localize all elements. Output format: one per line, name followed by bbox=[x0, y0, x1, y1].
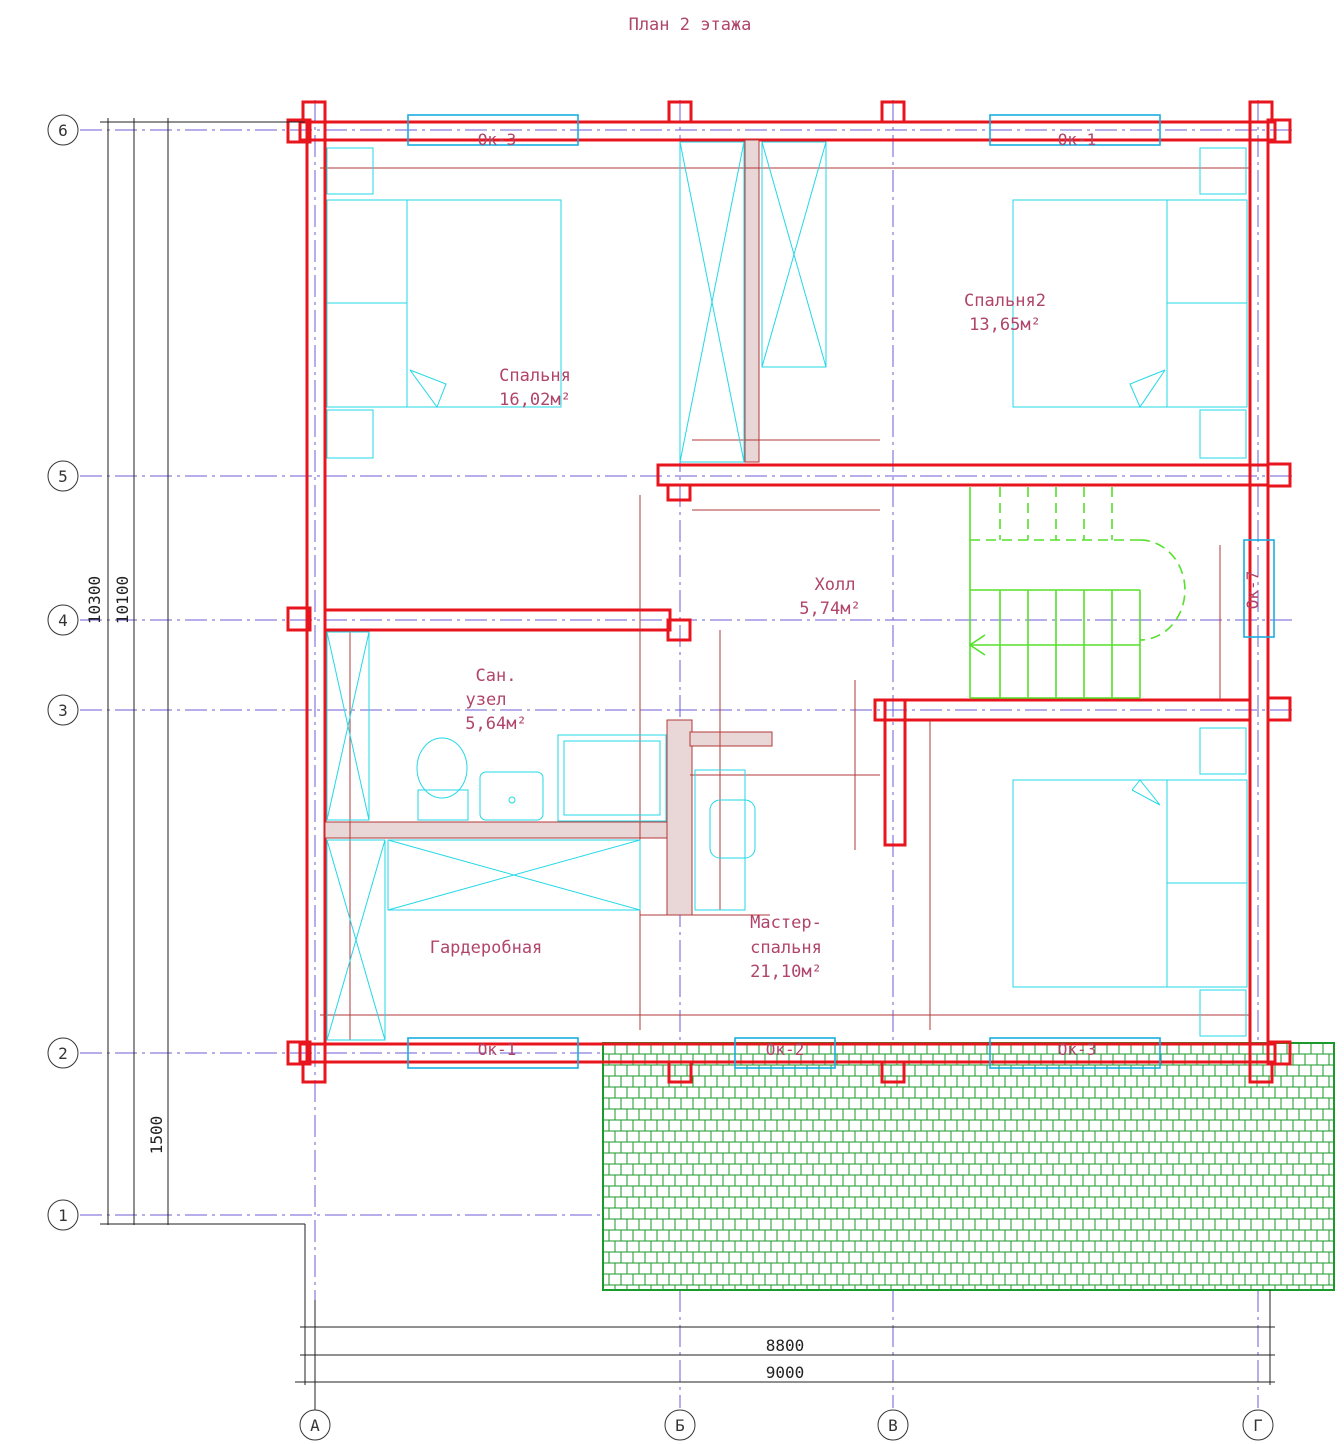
axis-label: В bbox=[888, 1416, 898, 1435]
room-area: 16,02м² bbox=[499, 390, 571, 410]
room-name: Спальня2 bbox=[964, 291, 1046, 311]
room-labels: Спальня 16,02м² Спальня2 13,65м² Холл 5,… bbox=[430, 291, 1046, 982]
room-area: 5,64м² bbox=[465, 714, 526, 734]
furniture bbox=[326, 141, 1248, 1041]
window-label: Ок-2 bbox=[766, 1040, 805, 1059]
axis-label: 3 bbox=[58, 701, 68, 720]
axis-label: 4 bbox=[58, 611, 68, 630]
axis-label: А bbox=[310, 1416, 320, 1435]
windows: Ок-3 Ок-1 Ок-1 Ок-2 Ок-3 Ок-7 bbox=[407, 114, 1275, 1069]
room-area: 5,74м² bbox=[799, 599, 860, 619]
chair-icon bbox=[709, 799, 756, 859]
axis-label: 2 bbox=[58, 1044, 68, 1063]
sink-icon bbox=[479, 771, 544, 821]
room-name: Спальня bbox=[499, 366, 571, 386]
stairs bbox=[968, 487, 1186, 699]
window-label: Ок-7 bbox=[1243, 571, 1262, 610]
col-axis-markers: А Б В Г bbox=[299, 1409, 1274, 1441]
axis-label: Б bbox=[675, 1416, 685, 1435]
dimension-label: 10300 bbox=[85, 576, 104, 624]
room-name: Гардеробная bbox=[430, 938, 543, 958]
inner-lines bbox=[320, 167, 1250, 1040]
window-label: Ок-1 bbox=[478, 1040, 517, 1059]
axis-label: Г bbox=[1253, 1416, 1263, 1435]
shower-icon bbox=[557, 734, 667, 822]
toilet-icon bbox=[416, 737, 468, 799]
dimension-label: 1500 bbox=[147, 1116, 166, 1155]
row-axis-markers: 6 5 4 3 2 1 bbox=[47, 114, 79, 1231]
window-label: Ок-3 bbox=[478, 130, 517, 149]
roof-hatch bbox=[602, 1042, 1335, 1291]
dimension-label: 8800 bbox=[766, 1336, 805, 1355]
axis-label: 6 bbox=[58, 121, 68, 140]
axis-label: 1 bbox=[58, 1206, 68, 1225]
interior-walls bbox=[323, 139, 1270, 916]
window-label: Ок-1 bbox=[1058, 130, 1097, 149]
dimension-label: 9000 bbox=[766, 1363, 805, 1382]
dimension-lines: 10300 10100 1500 8800 9000 bbox=[85, 118, 1275, 1410]
room-name: спальня bbox=[750, 938, 822, 958]
room-name: Холл bbox=[815, 575, 856, 595]
axis-label: 5 bbox=[58, 467, 68, 486]
exterior-walls bbox=[286, 100, 1292, 1084]
room-name: узел bbox=[466, 690, 507, 710]
room-area: 13,65м² bbox=[969, 315, 1041, 335]
room-area: 21,10м² bbox=[750, 962, 822, 982]
plan-title: План 2 этажа bbox=[629, 15, 752, 35]
room-name: Сан. bbox=[476, 666, 517, 686]
dimension-label: 10100 bbox=[113, 576, 132, 624]
window-label: Ок-3 bbox=[1058, 1040, 1097, 1059]
room-name: Мастер- bbox=[750, 913, 822, 933]
